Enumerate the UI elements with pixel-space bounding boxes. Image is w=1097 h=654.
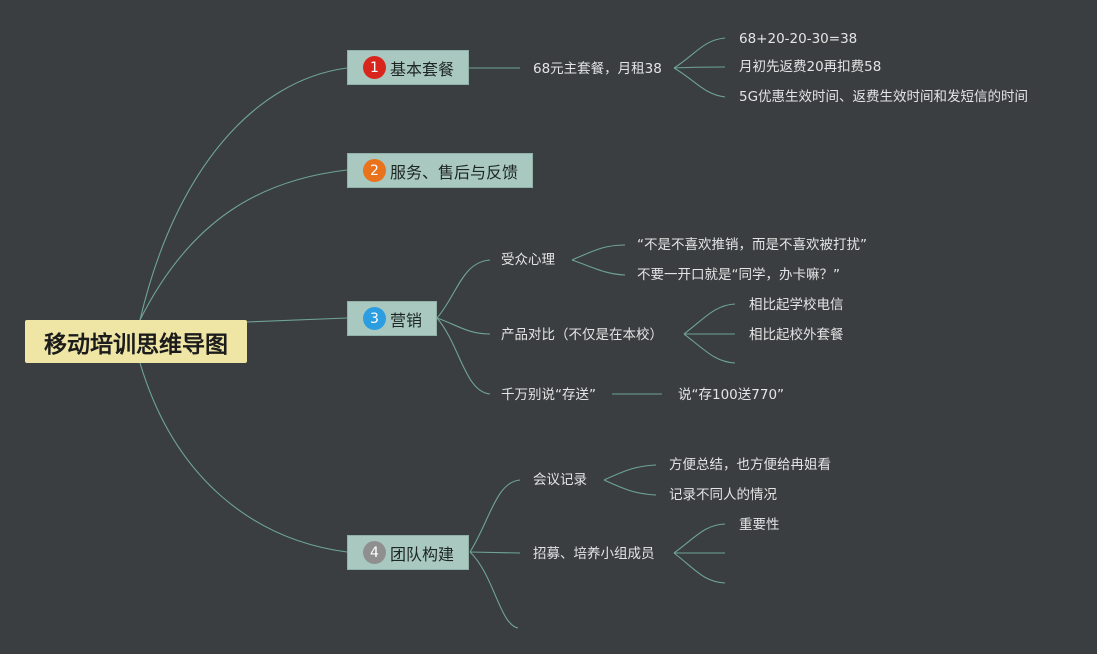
branch-label: 营销 [390, 310, 423, 330]
connector-b1c1-l1 [673, 37, 726, 69]
root-topic[interactable]: 移动培训思维导图 [25, 320, 247, 363]
branch-topic-4[interactable]: 4 团队构建 [347, 535, 470, 570]
leaf-topic[interactable]: 相比起校外套餐 [749, 327, 844, 343]
connector-b1c1-l2 [673, 66, 726, 69]
leaf-topic[interactable]: 记录不同人的情况 [669, 487, 777, 503]
connector-b3c2-l3 [683, 333, 736, 364]
leaf-topic[interactable]: 月初先返费20再扣费58 [739, 59, 882, 75]
branch-label: 服务、售后与反馈 [390, 162, 519, 182]
leaf-topic[interactable]: 不要一开口就是“同学，办卡嘛？” [637, 267, 840, 283]
connector-root-b4 [139, 362, 348, 553]
number-1-icon: 1 [363, 56, 386, 79]
subtopic[interactable]: 会议记录 [533, 472, 587, 488]
connector-b3-c1 [436, 259, 491, 319]
number-3-icon: 3 [363, 307, 386, 330]
branch-topic-2[interactable]: 2 服务、售后与反馈 [347, 153, 534, 188]
branch-topic-3[interactable]: 3 营销 [347, 301, 438, 336]
leaf-topic[interactable]: 5G优惠生效时间、返费生效时间和发短信的时间 [739, 89, 1029, 105]
connector-b4c2-l1 [673, 523, 726, 554]
connector-b4c2-l3 [673, 552, 726, 584]
leaf-topic[interactable]: 68+20-20-30=38 [739, 31, 858, 47]
connector-b1c1-l3 [673, 67, 726, 98]
connector-b3-c3 [436, 317, 491, 395]
leaf-topic[interactable]: 说“存100送770” [678, 387, 785, 403]
connector-root-b2 [139, 169, 348, 321]
connector-root-b1 [139, 67, 348, 321]
leaf-topic[interactable]: 方便总结，也方便给冉姐看 [669, 457, 831, 473]
leaf-topic[interactable]: 重要性 [739, 517, 780, 533]
subtopic[interactable]: 产品对比（不仅是在本校） [501, 327, 663, 343]
connector-b3c2-l1 [683, 303, 736, 335]
connector-b4-c3 [469, 551, 519, 629]
branch-label: 团队构建 [390, 544, 455, 564]
subtopic[interactable]: 千万别说“存送” [501, 387, 596, 403]
connector-b4c1-l1 [603, 464, 657, 481]
subtopic[interactable]: 68元主套餐，月租38 [533, 61, 662, 77]
subtopic[interactable]: 受众心理 [501, 252, 555, 268]
connector-b3c1-l1 [571, 244, 626, 261]
branch-topic-1[interactable]: 1 基本套餐 [347, 50, 470, 85]
connector-b4-c1 [469, 479, 521, 553]
connector-b3c1-l2 [571, 259, 626, 276]
subtopic[interactable]: 招募、培养小组成员 [533, 546, 655, 562]
branch-label: 基本套餐 [390, 59, 455, 79]
connector-b4c1-l2 [603, 479, 657, 496]
connector-b4-c2 [469, 551, 521, 554]
number-2-icon: 2 [363, 159, 386, 182]
connector-b3-c2 [436, 317, 491, 335]
connector-root-b3 [246, 317, 348, 323]
leaf-topic[interactable]: 相比起学校电信 [749, 297, 844, 313]
number-4-icon: 4 [363, 541, 386, 564]
leaf-topic[interactable]: “不是不喜欢推销，而是不喜欢被打扰” [637, 237, 867, 253]
